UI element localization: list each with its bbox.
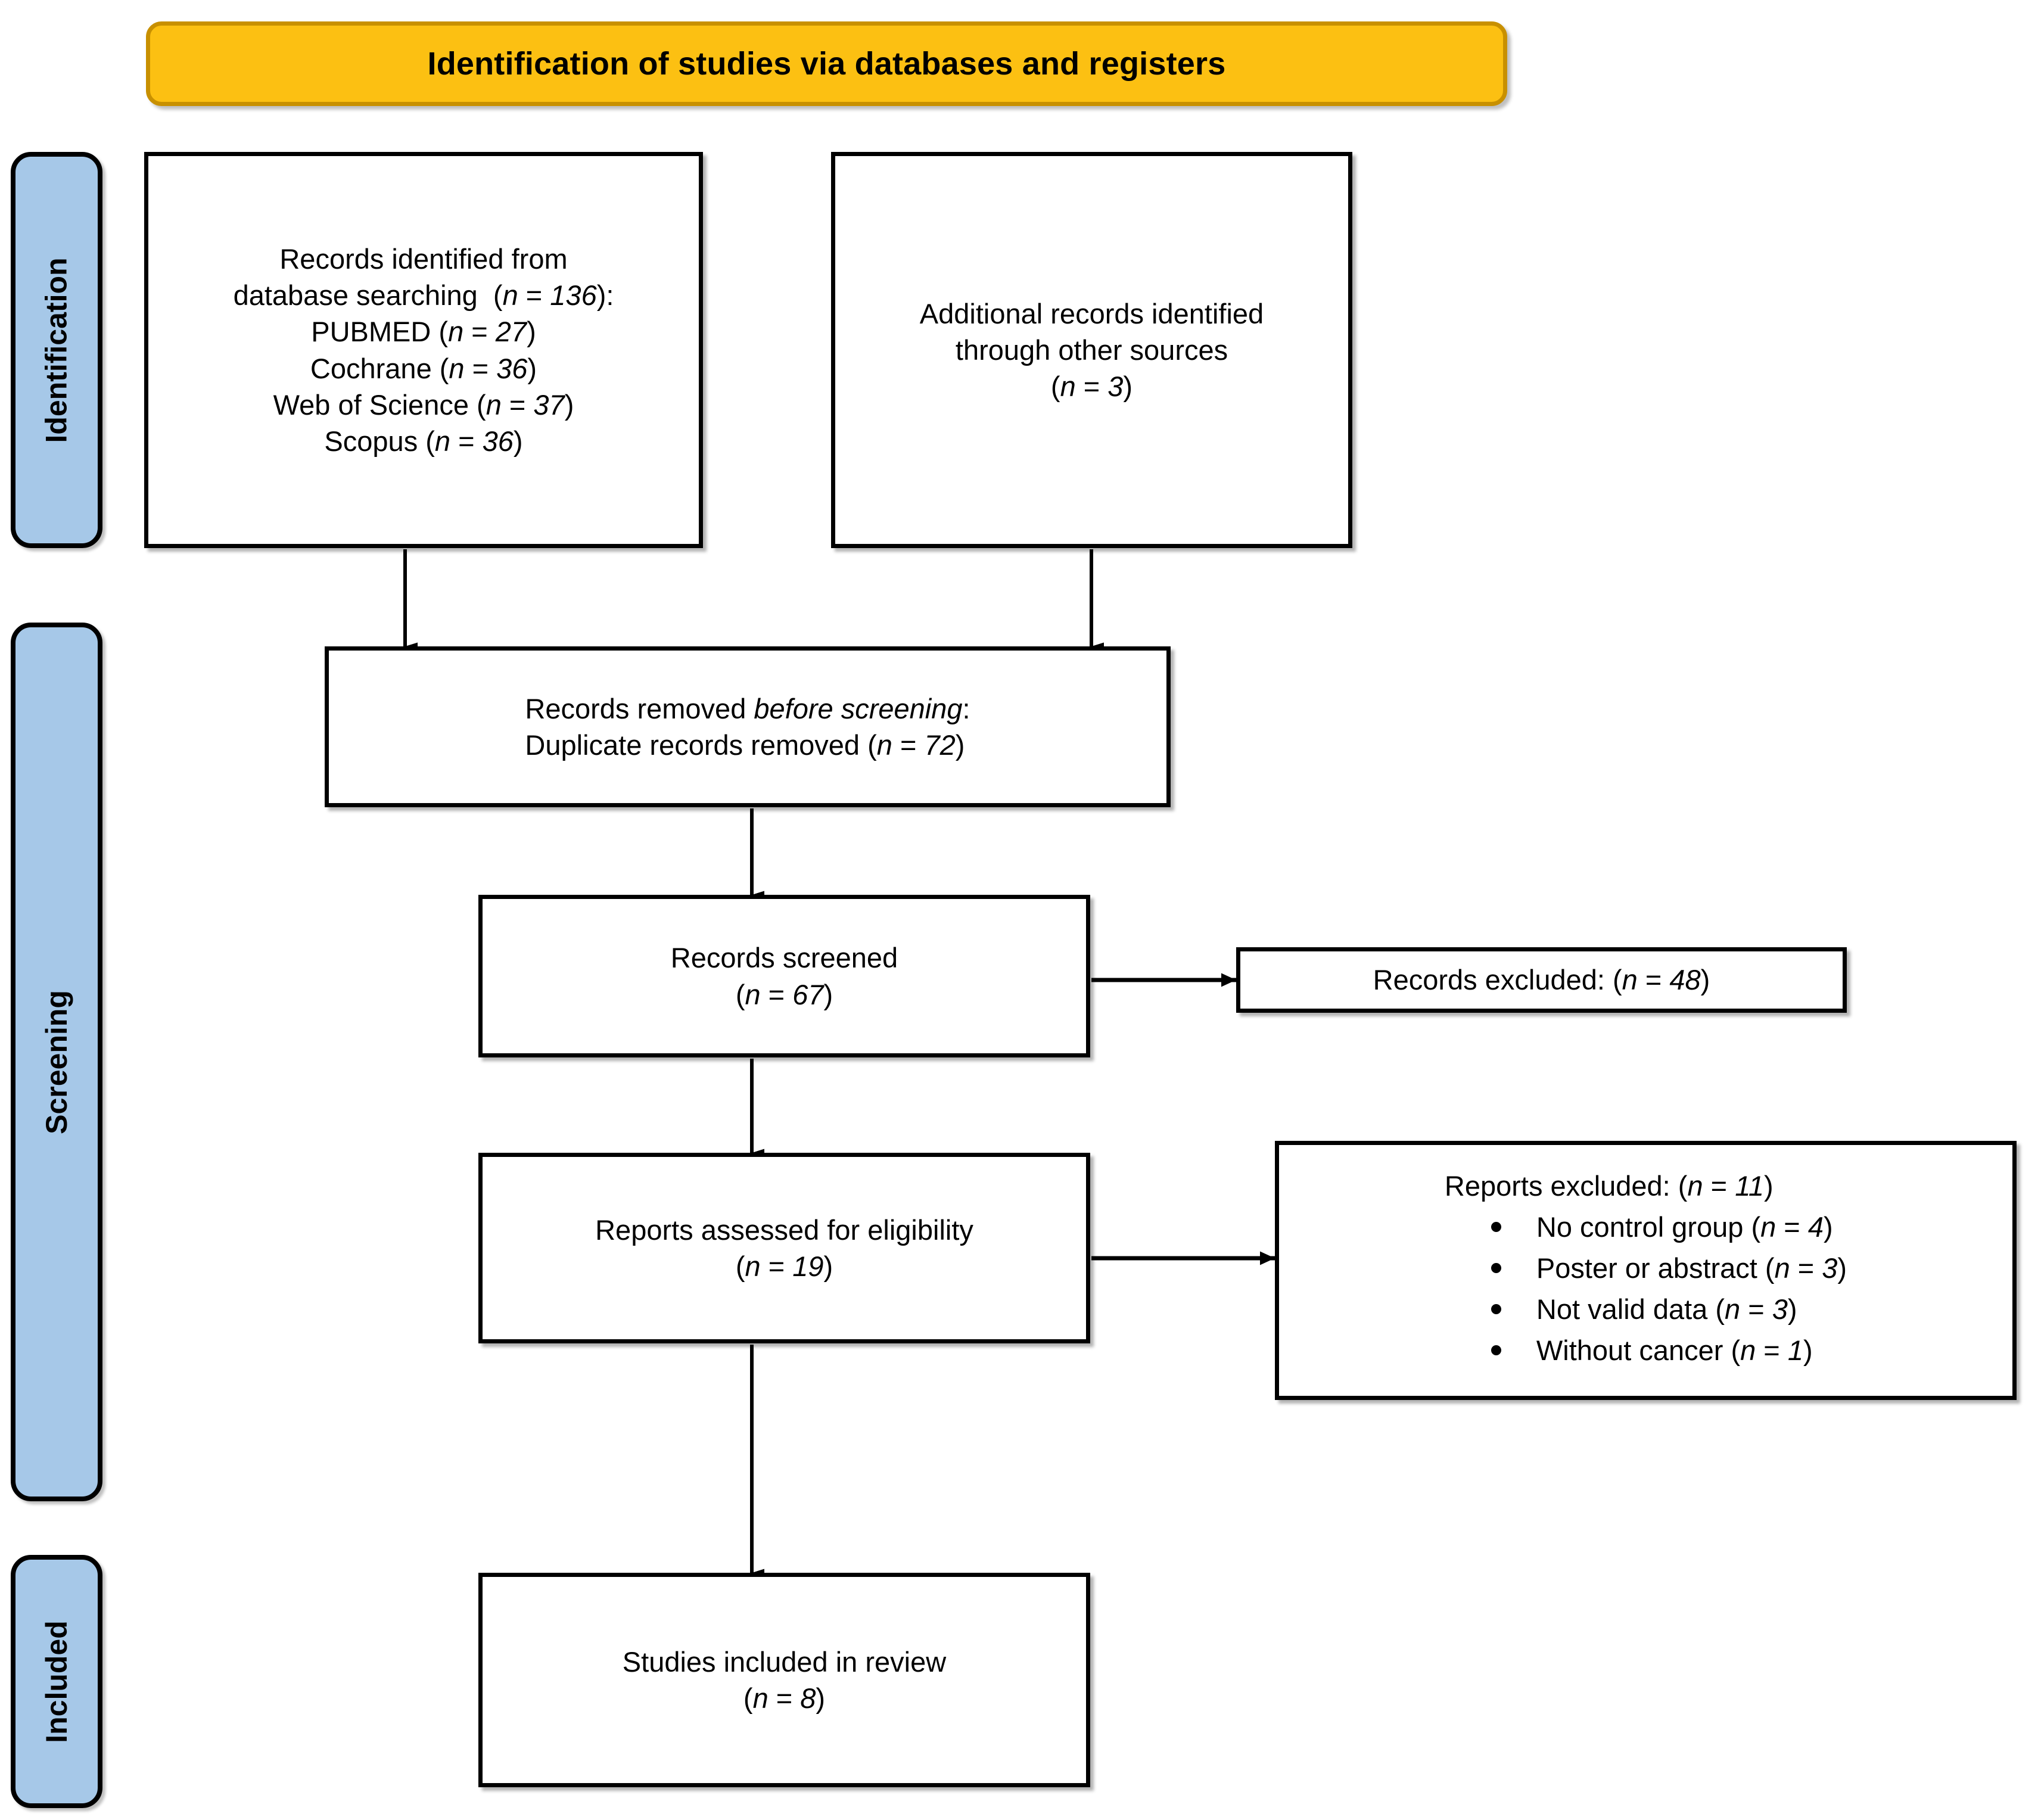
box-records-excluded: Records excluded: (n = 48) xyxy=(1236,947,1847,1013)
box-reports-excluded: Reports excluded: (n = 11) No control gr… xyxy=(1275,1141,2017,1400)
reports-excluded-heading: Reports excluded: (n = 11) xyxy=(1444,1169,1774,1202)
line-1: Records identified from xyxy=(279,243,568,275)
list-item: Not valid data (n = 3) xyxy=(1491,1291,1847,1327)
box-reports-assessed-for-eligibility-text: Reports assessed for eligibility (n = 19… xyxy=(595,1214,973,1282)
box-reports-assessed-for-eligibility: Reports assessed for eligibility (n = 19… xyxy=(478,1153,1090,1343)
phase-label-identification: Identification xyxy=(40,257,74,443)
box-records-screened: Records screened (n = 67) xyxy=(478,895,1090,1057)
diagram-header-banner: Identification of studies via databases … xyxy=(146,21,1507,106)
reports-excluded-reason-list: No control group (n = 4) Poster or abstr… xyxy=(1445,1209,1847,1368)
box-additional-records-other-sources-text: Additional records identified through ot… xyxy=(919,297,1264,403)
box-studies-included-in-review: Studies included in review (n = 8) xyxy=(478,1573,1090,1787)
line-2: through other sources xyxy=(955,334,1228,366)
box-records-excluded-text: Records excluded: (n = 48) xyxy=(1373,964,1710,996)
diagram-title: Identification of studies via databases … xyxy=(427,46,1226,82)
line-1: Records screened xyxy=(670,942,898,974)
line-1: Reports assessed for eligibility xyxy=(595,1214,973,1246)
list-item: No control group (n = 4) xyxy=(1491,1209,1847,1245)
box-records-removed-before-screening-text: Records removed before screening: Duplic… xyxy=(525,692,970,761)
box-reports-excluded-text: Reports excluded: (n = 11) No control gr… xyxy=(1436,1168,1855,1373)
phase-bar-screening: Screening xyxy=(11,623,102,1501)
list-item: Poster or abstract (n = 3) xyxy=(1491,1250,1847,1286)
box-records-removed-before-screening: Records removed before screening: Duplic… xyxy=(325,646,1171,807)
list-item: Without cancer (n = 1) xyxy=(1491,1332,1847,1368)
box-records-screened-text: Records screened (n = 67) xyxy=(670,942,898,1010)
box-records-identified-from-databases: Records identified from database searchi… xyxy=(144,152,703,548)
box-studies-included-in-review-text: Studies included in review (n = 8) xyxy=(622,1645,947,1714)
phase-label-included: Included xyxy=(40,1620,74,1743)
line-1: Studies included in review xyxy=(622,1645,947,1678)
box-records-identified-from-databases-text: Records identified from database searchi… xyxy=(233,243,614,457)
phase-bar-included: Included xyxy=(11,1555,102,1808)
box-additional-records-other-sources: Additional records identified through ot… xyxy=(831,152,1352,548)
phase-bar-identification: Identification xyxy=(11,152,102,548)
line-1: Additional records identified xyxy=(919,297,1264,329)
phase-label-screening: Screening xyxy=(40,990,73,1134)
